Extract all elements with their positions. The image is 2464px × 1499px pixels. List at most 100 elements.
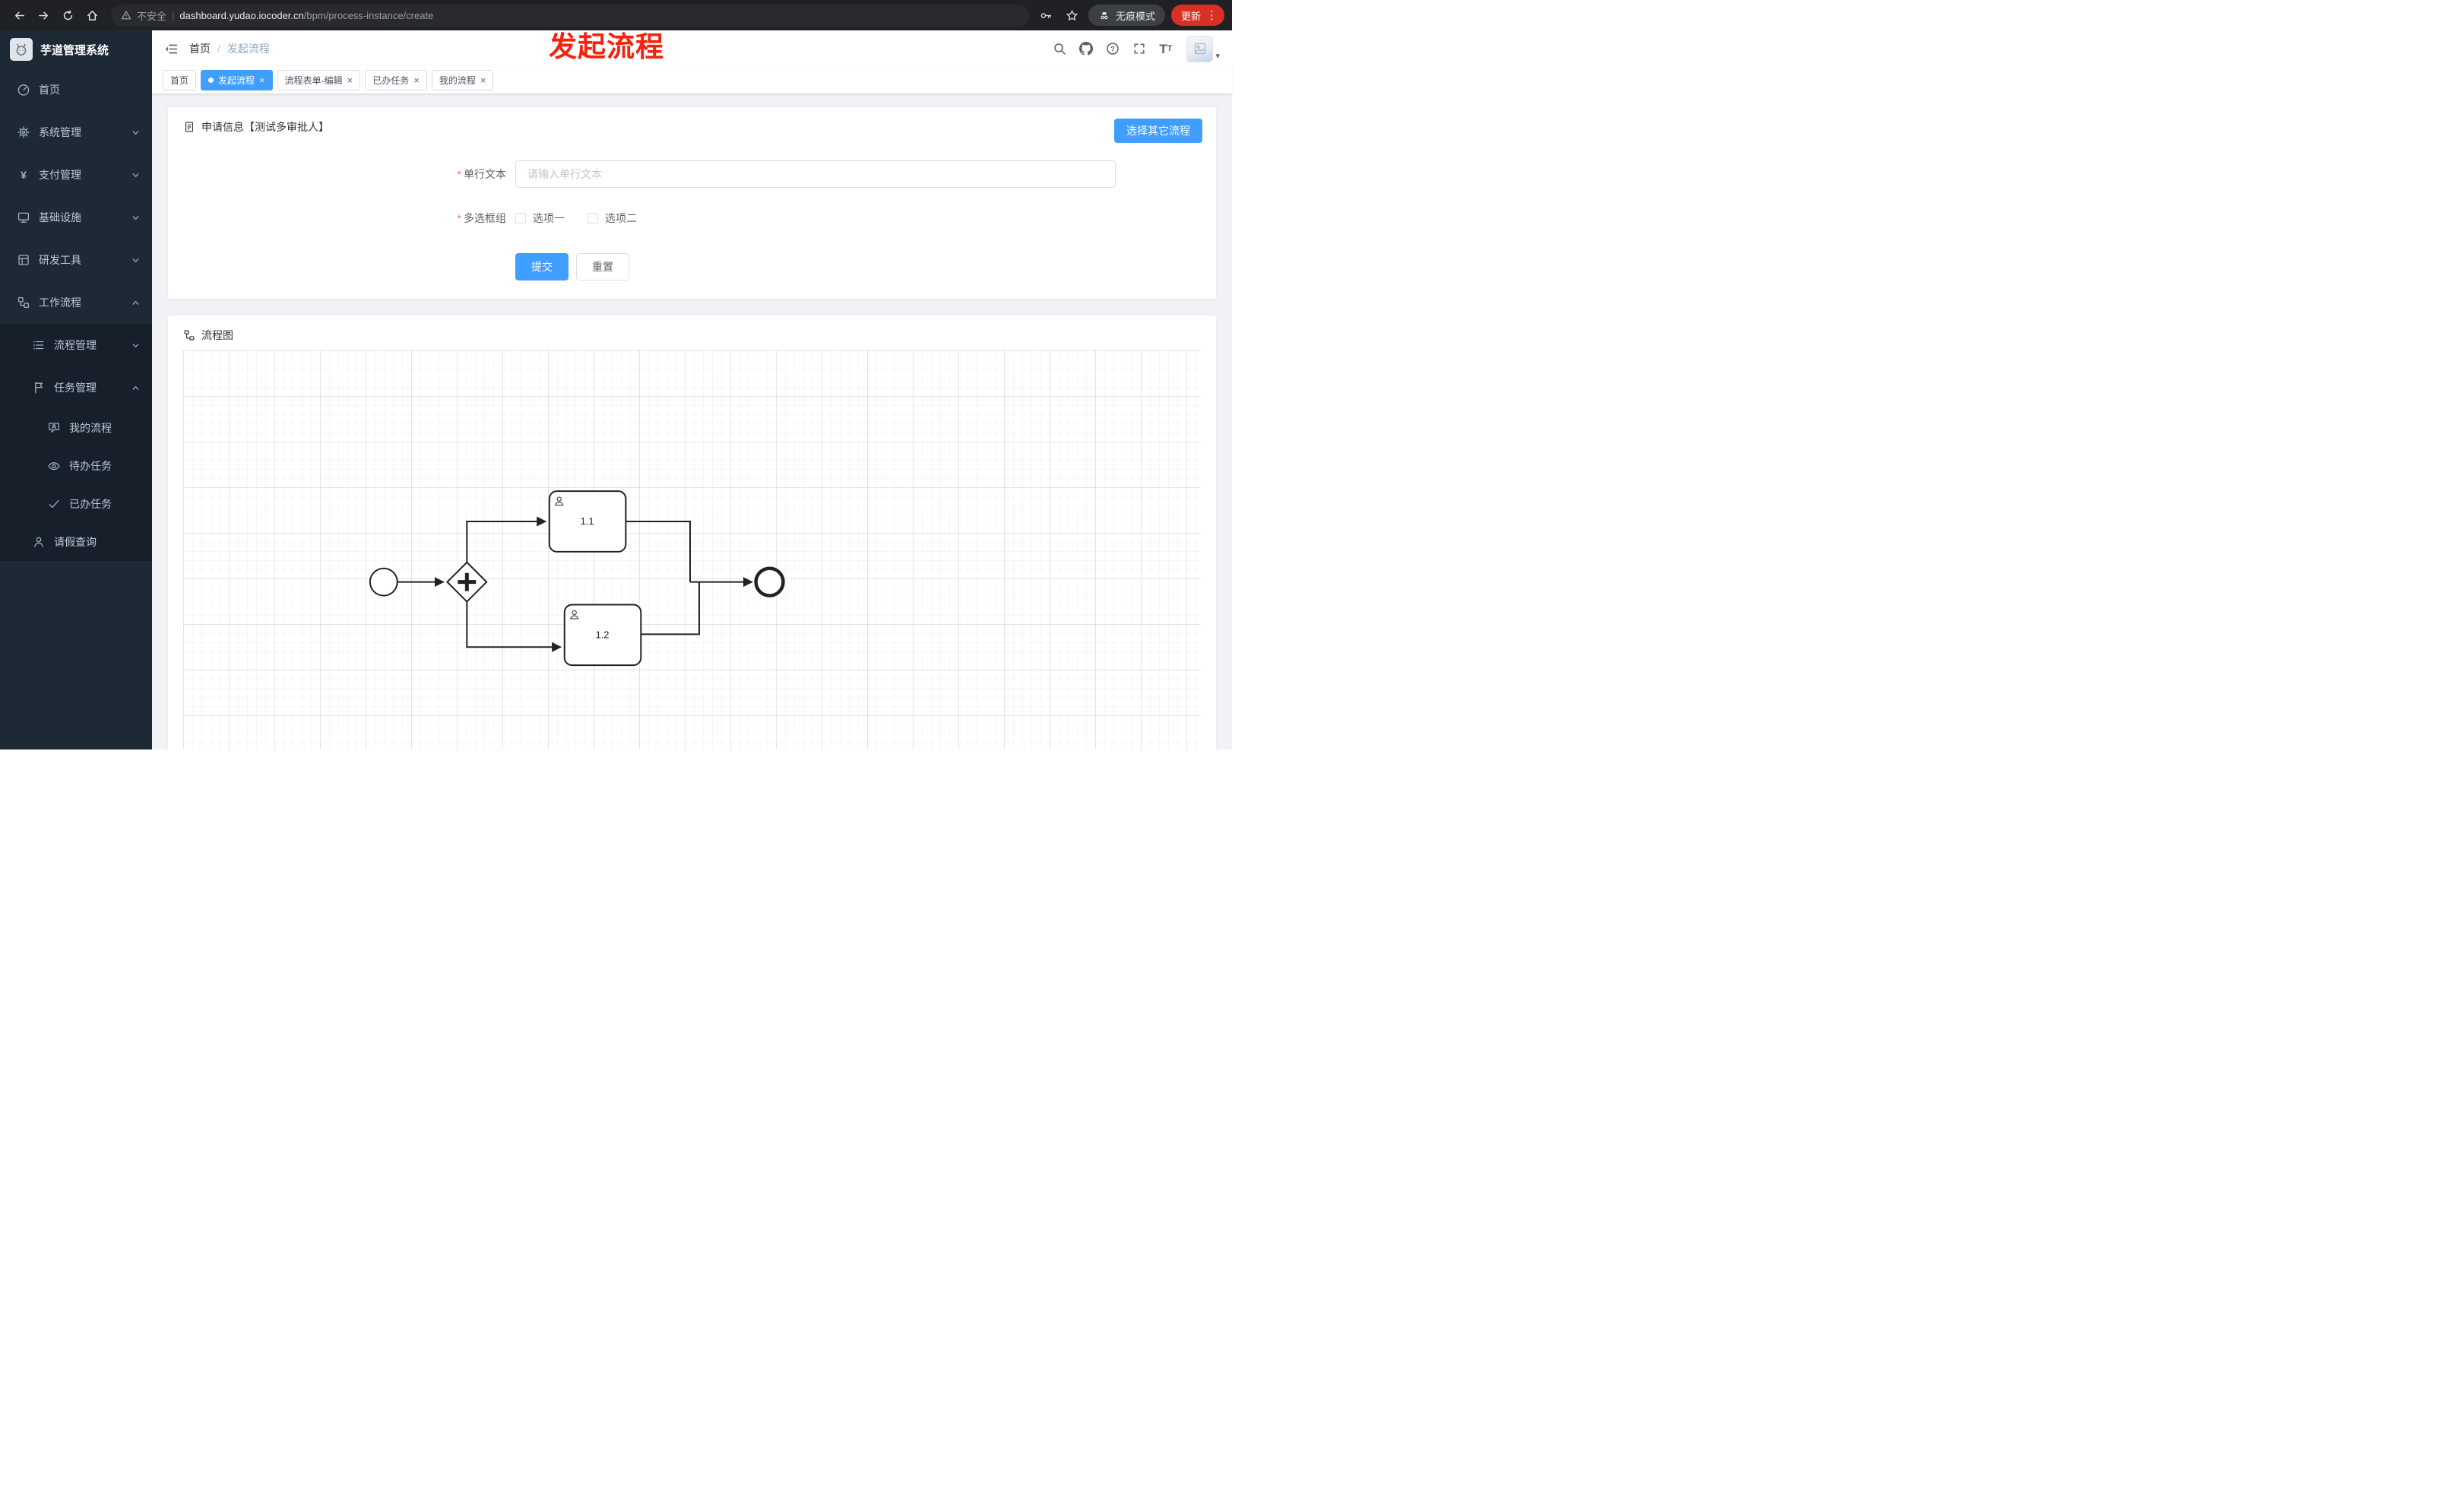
omnibox-divider: | [172, 9, 175, 21]
refresh-icon[interactable] [56, 4, 79, 27]
svg-text:¥: ¥ [21, 169, 27, 181]
text-field-label: *单行文本 [457, 168, 506, 180]
url-text: dashboard.yudao.iocoder.cn/bpm/process-i… [179, 10, 433, 21]
sidebar-item-payment[interactable]: ¥ 支付管理 [0, 154, 152, 196]
bpmn-diagram: 1.1 1.2 [369, 490, 785, 667]
chevron-down-icon [131, 256, 140, 265]
single-line-text-input[interactable] [515, 160, 1116, 188]
breadcrumb-current: 发起流程 [226, 43, 270, 55]
active-dot [208, 78, 214, 83]
close-icon[interactable]: × [259, 74, 265, 86]
breadcrumb-home[interactable]: 首页 [189, 43, 211, 55]
search-icon[interactable] [1053, 42, 1066, 55]
reset-button[interactable]: 重置 [576, 253, 629, 280]
submit-button[interactable]: 提交 [515, 253, 568, 280]
close-icon[interactable]: × [480, 74, 486, 86]
incognito-label: 无痕模式 [1115, 10, 1155, 22]
sidebar-item-infrastructure[interactable]: 基础设施 [0, 196, 152, 239]
sidebar-item-home[interactable]: 首页 [0, 68, 152, 111]
process-diagram-card: 流程图 [167, 315, 1217, 750]
person-bubble-icon [47, 421, 61, 435]
incognito-icon [1100, 11, 1109, 20]
help-icon[interactable]: ? [1106, 42, 1120, 55]
sidebar: 芋道管理系统 首页 系统管理 ¥ 支付管理 基础设施 研发工具 工作 [0, 30, 152, 750]
bpmn-canvas[interactable]: 1.1 1.2 [183, 350, 1201, 750]
card-title-row: 申请信息【测试多审批人】 [168, 107, 1216, 135]
parallel-gateway[interactable] [446, 561, 488, 603]
key-icon[interactable] [1037, 5, 1056, 25]
monitor-icon [17, 211, 30, 224]
person-icon [32, 535, 46, 549]
breadcrumb: 首页 / 发起流程 [189, 41, 270, 56]
sequence-flows [397, 516, 753, 652]
checkbox-option-1[interactable]: 选项一 [515, 211, 565, 226]
user-menu[interactable]: ▾ [1186, 35, 1220, 62]
user-icon [555, 496, 564, 506]
checkbox-option-2[interactable]: 选项二 [587, 211, 637, 226]
checkbox-box[interactable] [587, 213, 598, 223]
sidebar-item-system[interactable]: 系统管理 [0, 111, 152, 154]
card-title: 流程图 [201, 329, 233, 341]
sidebar-item-leave-query[interactable]: 请假查询 [0, 523, 152, 561]
logo-avatar [10, 38, 33, 61]
caret-down-icon: ▾ [1215, 51, 1220, 61]
github-icon[interactable] [1079, 42, 1094, 55]
eye-icon [47, 459, 61, 473]
chevron-down-icon [131, 214, 140, 222]
forward-icon[interactable] [32, 4, 55, 27]
update-label: 更新 [1180, 10, 1201, 22]
card-title: 申请信息【测试多审批人】 [201, 121, 329, 133]
app-logo[interactable]: 芋道管理系统 [0, 30, 152, 68]
workflow-submenu: 流程管理 任务管理 我的流程 待办任务 已办任务 请 [0, 324, 152, 561]
tab-home[interactable]: 首页 [163, 70, 197, 90]
home-icon[interactable] [81, 4, 103, 27]
close-icon[interactable]: × [413, 74, 420, 86]
sidebar-item-todo-tasks[interactable]: 待办任务 [0, 447, 152, 485]
checkbox-box[interactable] [515, 213, 526, 223]
chevron-up-icon [131, 299, 140, 307]
sidebar-item-process-management[interactable]: 流程管理 [0, 324, 152, 366]
update-button[interactable]: 更新 ⋮ [1170, 5, 1224, 26]
address-bar[interactable]: 不安全 | dashboard.yudao.iocoder.cn/bpm/pro… [111, 4, 1029, 27]
form-actions: 提交 重置 [515, 253, 1216, 280]
dashboard-icon [17, 83, 30, 97]
sidebar-item-my-process[interactable]: 我的流程 [0, 409, 152, 447]
toolbox-icon [17, 253, 30, 267]
app-title: 芋道管理系统 [40, 43, 109, 57]
back-icon[interactable] [8, 4, 30, 27]
star-icon[interactable] [1063, 5, 1082, 25]
chrome-right-controls: 无痕模式 更新 ⋮ [1037, 5, 1224, 26]
user-task-1-1[interactable]: 1.1 [548, 490, 627, 553]
choose-other-process-button[interactable]: 选择其它流程 [1114, 119, 1202, 143]
close-icon[interactable]: × [347, 74, 353, 86]
avatar[interactable] [1186, 35, 1214, 62]
sidebar-collapse-icon[interactable] [164, 42, 179, 56]
user-task-1-2[interactable]: 1.2 [563, 604, 642, 667]
browser-menu-icon[interactable]: ⋮ [1206, 8, 1218, 22]
gear-icon [17, 125, 30, 139]
tab-initiate-process[interactable]: 发起流程 × [201, 70, 273, 90]
check-icon [47, 497, 61, 511]
warning-icon [121, 10, 131, 21]
end-event[interactable] [754, 566, 785, 597]
chevron-down-icon [131, 128, 140, 137]
flowchart-icon [184, 330, 195, 341]
sidebar-item-task-management[interactable]: 任务管理 [0, 366, 152, 409]
url-domain: dashboard.yudao.iocoder.cn [179, 9, 304, 21]
tab-process-form-edit[interactable]: 流程表单-编辑 × [277, 70, 361, 90]
page-content: 申请信息【测试多审批人】 选择其它流程 *单行文本 *多选框组 选项一 [152, 94, 1232, 750]
checkbox-field-label: *多选框组 [457, 212, 506, 224]
sidebar-item-devtools[interactable]: 研发工具 [0, 239, 152, 281]
required-mark: * [457, 168, 461, 180]
sidebar-item-workflow[interactable]: 工作流程 [0, 281, 152, 324]
start-event[interactable] [369, 567, 398, 597]
fullscreen-icon[interactable] [1132, 42, 1146, 55]
tab-my-process[interactable]: 我的流程 × [431, 70, 494, 90]
svg-text:?: ? [1110, 46, 1115, 54]
tab-done-tasks[interactable]: 已办任务 × [365, 70, 427, 90]
required-mark: * [457, 212, 461, 224]
sidebar-item-done-tasks[interactable]: 已办任务 [0, 485, 152, 523]
